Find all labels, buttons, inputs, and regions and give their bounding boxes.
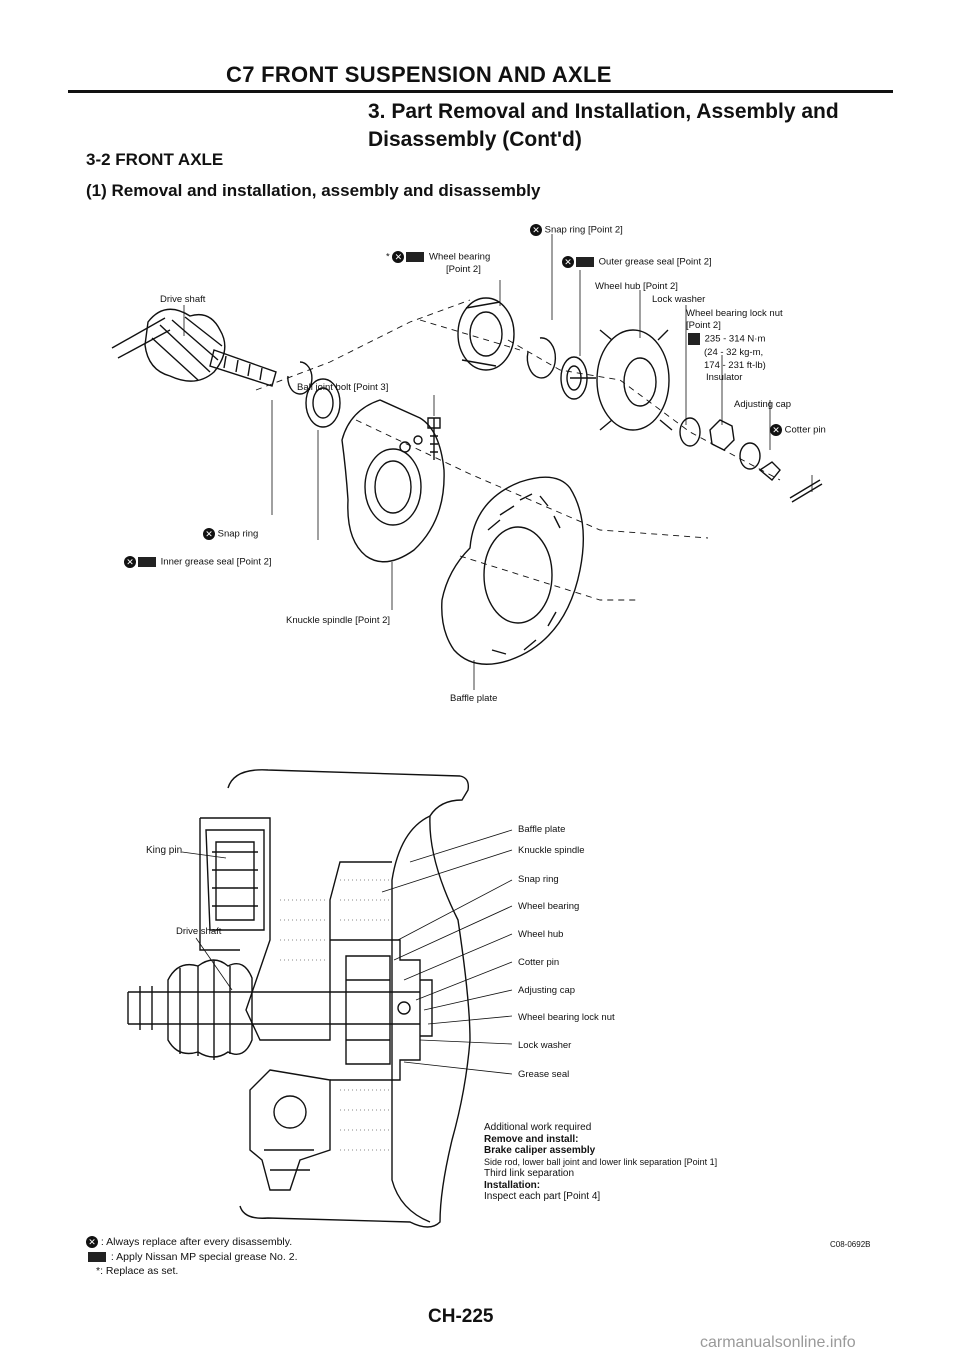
- label-section-snap-ring: Snap ring: [518, 874, 559, 885]
- watermark-link[interactable]: carmanualsonline.info: [700, 1334, 856, 1351]
- replace-icon: ✕: [530, 224, 542, 236]
- ball-joint-bolt: [427, 417, 441, 460]
- label-cotter-pin: ✕ Cotter pin: [770, 424, 826, 436]
- grease-icon: [138, 557, 156, 567]
- label-inner-grease-seal: ✕ Inner grease seal [Point 2]: [124, 556, 272, 568]
- label-section-baffle-plate: Baffle plate: [518, 824, 566, 835]
- section-title: 3. Part Removal and Installation, Assemb…: [368, 98, 839, 154]
- grease-icon: [576, 257, 594, 267]
- label-snap-ring-top: ✕ Snap ring [Point 2]: [530, 224, 623, 236]
- subsection-heading: (1) Removal and installation, assembly a…: [86, 181, 541, 200]
- baffle-plate: [441, 476, 584, 665]
- label-outer-grease-seal: ✕ Outer grease seal [Point 2]: [562, 256, 712, 268]
- torque-wrench-icon: [688, 333, 700, 345]
- label-section-cotter-pin: Cotter pin: [518, 957, 560, 968]
- page-number: CH-225: [428, 1306, 494, 1327]
- hub-assembly: [330, 939, 421, 1081]
- knuckle-spindle: [341, 399, 445, 563]
- page-header-title: C7 FRONT SUSPENSION AND AXLE: [226, 62, 612, 87]
- drive-shaft-boot: [144, 308, 226, 382]
- grease-icon: [88, 1252, 106, 1263]
- label-lock-nut-point: [Point 2]: [686, 320, 721, 331]
- inner-snap-ring: [287, 361, 313, 395]
- axle-shaft: [127, 991, 420, 1025]
- label-lock-washer: Lock washer: [652, 294, 706, 305]
- label-wheel-bearing-point: [Point 2]: [446, 264, 481, 275]
- label-torque-1: 235 - 314 N·m: [686, 333, 765, 345]
- label-adjusting-cap: Adjusting cap: [734, 399, 792, 410]
- replace-icon: ✕: [562, 256, 574, 268]
- label-section-knuckle-spindle: Knuckle spindle: [518, 845, 585, 856]
- label-knuckle-spindle: Knuckle spindle [Point 2]: [286, 615, 391, 626]
- replace-icon: ✕: [770, 424, 782, 436]
- additional-work-block: Additional work required Remove and inst…: [484, 1122, 717, 1203]
- label-section-grease-seal: Grease seal: [518, 1069, 570, 1080]
- header-rule: [68, 90, 893, 93]
- label-section-wheel-hub: Wheel hub: [518, 929, 564, 940]
- label-drive-shaft-section: Drive shaft: [176, 926, 222, 937]
- label-section-lock-washer: Lock washer: [518, 1040, 572, 1051]
- label-wheel-bearing: * ✕ Wheel bearing: [386, 251, 491, 263]
- lower-ball-joint: [249, 1069, 331, 1191]
- label-lock-nut: Wheel bearing lock nut: [686, 308, 783, 319]
- additional-work-line: Remove and install:: [484, 1133, 579, 1145]
- wheel-rim: [227, 769, 471, 1228]
- section-title-line2: Disassembly (Cont'd): [368, 128, 582, 151]
- label-torque-3: 174 - 231 ft-lb): [704, 360, 766, 371]
- outer-snap-ring: [526, 337, 557, 379]
- additional-work-line: Installation:: [484, 1179, 541, 1191]
- drive-shaft-bar: [111, 317, 171, 359]
- label-drive-shaft: Drive shaft: [160, 294, 206, 305]
- label-snap-ring: ✕ Snap ring: [203, 528, 258, 540]
- additional-work-line: Additional work required: [484, 1122, 592, 1133]
- subsection-title: 3-2 FRONT AXLE: [86, 150, 224, 169]
- knuckle-body: [200, 817, 392, 1041]
- label-torque-2: (24 - 32 kg-m,: [704, 347, 764, 358]
- label-ball-joint-bolt: Ball joint bolt [Point 3]: [297, 382, 389, 393]
- label-baffle-plate: Baffle plate: [450, 693, 498, 704]
- label-wheel-hub: Wheel hub [Point 2]: [595, 281, 678, 292]
- adjusting-cap: [739, 442, 761, 470]
- label-king-pin: King pin: [146, 845, 183, 856]
- wheel-hub: [596, 329, 670, 431]
- figure-code: C08-0692B: [830, 1240, 871, 1249]
- label-section-adjusting-cap: Adjusting cap: [518, 985, 576, 996]
- inner-grease-seal: [305, 378, 341, 428]
- replace-icon: ✕: [124, 556, 136, 568]
- lock-washer: [679, 417, 701, 447]
- additional-work-line: Inspect each part [Point 4]: [484, 1191, 601, 1202]
- drive-shaft-spline: [209, 349, 277, 387]
- section-title-line1: 3. Part Removal and Installation, Assemb…: [368, 100, 839, 123]
- label-section-wheel-bearing: Wheel bearing: [518, 901, 580, 912]
- additional-work-line: Brake caliper assembly: [484, 1145, 596, 1156]
- replace-icon: ✕: [86, 1236, 98, 1249]
- additional-work-line: Third link separation: [484, 1168, 575, 1179]
- legend-replace: ✕ : Always replace after every disassemb…: [86, 1236, 292, 1249]
- cotter-pin: [789, 479, 823, 503]
- grease-icon: [406, 252, 425, 262]
- additional-work-line: Side rod, lower ball joint and lower lin…: [484, 1156, 718, 1167]
- replace-icon: ✕: [203, 528, 215, 540]
- legend-grease: : Apply Nissan MP special grease No. 2.: [86, 1251, 298, 1263]
- label-insulator: Insulator: [706, 372, 743, 383]
- legend-set: *: Replace as set.: [96, 1265, 179, 1277]
- wheel-bearing: [457, 297, 515, 371]
- replace-icon: ✕: [392, 251, 405, 263]
- label-section-lock-nut: Wheel bearing lock nut: [518, 1012, 615, 1023]
